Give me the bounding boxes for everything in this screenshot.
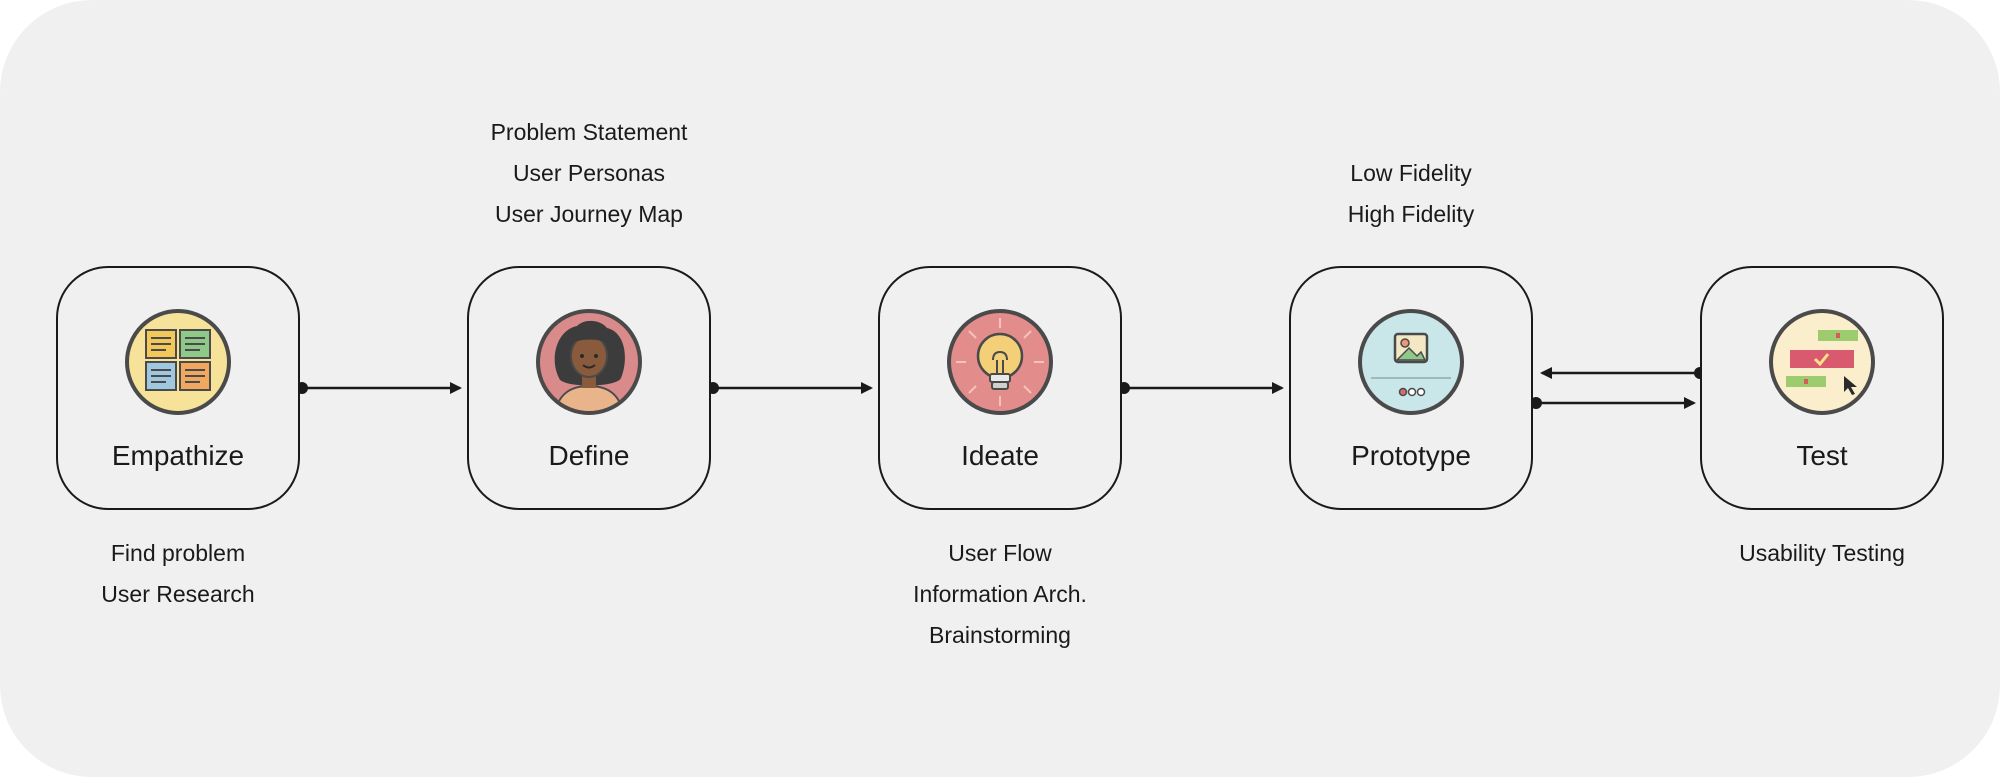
stage-card-define: Define bbox=[467, 266, 711, 510]
stage-label-test: Test bbox=[1796, 440, 1848, 471]
stage-card-prototype: Prototype bbox=[1289, 266, 1533, 510]
stage-card-test: Test bbox=[1700, 266, 1944, 510]
notes-test: Usability Testing bbox=[1662, 533, 1982, 574]
stage-label-define: Define bbox=[548, 440, 630, 471]
sticky-notes-icon bbox=[125, 309, 231, 415]
notes-define: Problem Statement User Personas User Jou… bbox=[429, 112, 749, 235]
persona-avatar-icon bbox=[536, 309, 642, 415]
arrow-test-to-prototype bbox=[1540, 367, 1706, 379]
arrow-ideate-to-prototype bbox=[1118, 382, 1284, 394]
arrow-define-to-ideate bbox=[707, 382, 873, 394]
note-item: User Personas bbox=[512, 160, 666, 186]
stage-card-ideate: Ideate bbox=[878, 266, 1122, 510]
image-prototype-icon bbox=[1358, 309, 1464, 415]
note-item: High Fidelity bbox=[1347, 201, 1475, 227]
stage-card-empathize: Empathize bbox=[56, 266, 300, 510]
arrow-empathize-to-define bbox=[296, 382, 462, 394]
stage-label-ideate: Ideate bbox=[961, 440, 1039, 471]
lightbulb-icon bbox=[947, 309, 1053, 415]
notes-ideate: User Flow Information Arch. Brainstormin… bbox=[840, 533, 1160, 656]
note-item: Brainstorming bbox=[929, 622, 1071, 648]
stage-label-prototype: Prototype bbox=[1351, 440, 1471, 471]
notes-empathize: Find problem User Research bbox=[18, 533, 338, 615]
note-item: Information Arch. bbox=[913, 581, 1087, 607]
arrow-prototype-to-test bbox=[1530, 397, 1696, 409]
stage-label-empathize: Empathize bbox=[111, 440, 245, 471]
note-item: Low Fidelity bbox=[1350, 160, 1472, 186]
note-item: User Research bbox=[101, 581, 255, 607]
note-item: Usability Testing bbox=[1739, 540, 1905, 566]
note-item: Problem Statement bbox=[490, 119, 688, 145]
note-item: Find problem bbox=[110, 540, 246, 566]
usability-test-icon bbox=[1769, 309, 1875, 415]
note-item: User Flow bbox=[948, 540, 1052, 566]
notes-prototype: Low Fidelity High Fidelity bbox=[1251, 153, 1571, 235]
note-item: User Journey Map bbox=[495, 201, 683, 227]
